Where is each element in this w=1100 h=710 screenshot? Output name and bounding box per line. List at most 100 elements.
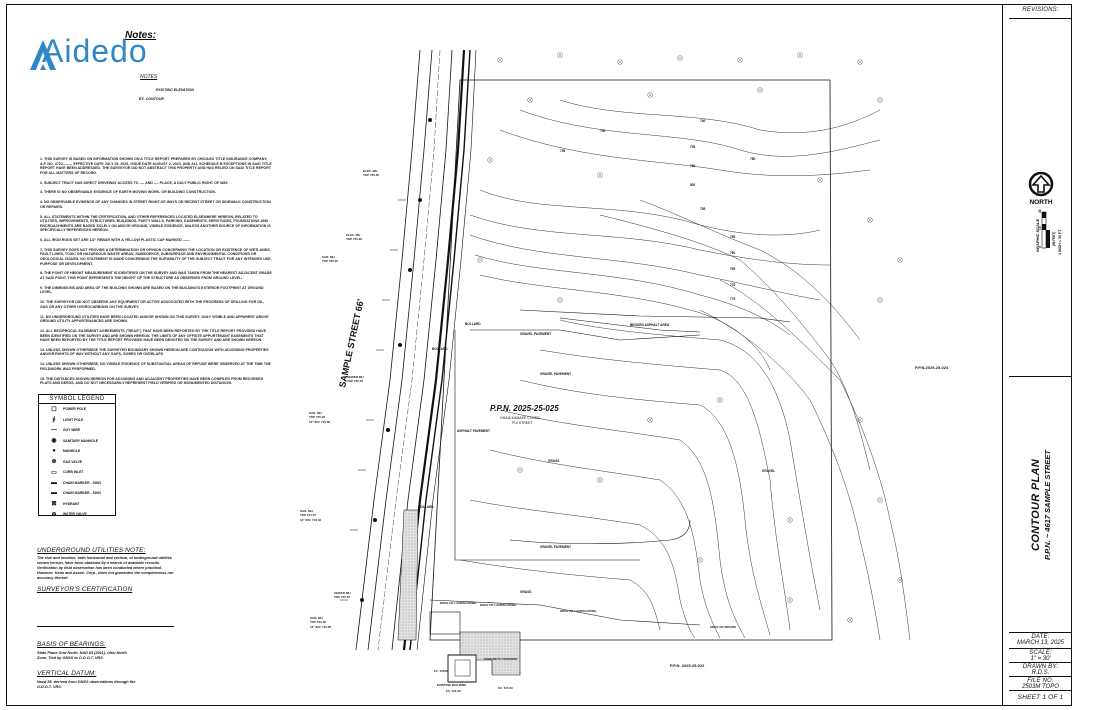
date-cell: DATE: MARCH 13, 2025 <box>1009 633 1072 649</box>
tree-icon <box>487 157 493 163</box>
basis-of-bearings-body: State Plane Grid North, NAD 83 (2011), O… <box>37 651 127 660</box>
svg-text:SEWER MH: SEWER MH <box>334 591 351 595</box>
existing-elevation-label: EXISTING ELEVATION <box>156 88 194 92</box>
note-item: 9. THE DIMENSIONS AND AREA OF THE BUILDI… <box>40 285 264 295</box>
asphalt-pavement-label: ASPHALT PAVEMENT <box>457 429 490 433</box>
legend-symbol-icon: ⊕ <box>51 511 57 518</box>
edge-landscaping-label-3: EDGE OF LANDSCAPING <box>560 609 597 613</box>
broken-asphalt-label: BROKEN ASPHALT AREA <box>630 323 670 327</box>
plan-subtitle: P.P.N. ~ 4617 SAMPLE STREET <box>1042 449 1052 560</box>
surveyor-signature-line <box>37 626 174 627</box>
tree-icon <box>797 52 803 58</box>
finished-floor-label-2: F.F. 721.29 <box>446 689 461 693</box>
note-item: 13. UNLESS SHOWN OTHERWISE THE SURVEYED … <box>40 347 269 357</box>
legend-label: HYDRANT <box>63 501 80 506</box>
svg-text:TOP 720.30: TOP 720.30 <box>310 620 326 624</box>
contour-elevation-label: 790 <box>600 129 606 133</box>
legend-label: POWER POLE <box>63 407 86 412</box>
contour-elevation-label: 795 <box>560 149 566 153</box>
grass-label-1: GRASS <box>548 459 559 463</box>
tree-icon <box>757 87 763 93</box>
date-value: MARCH 13, 2025 <box>1016 640 1065 646</box>
drawn-by-label: DRAWN BY: <box>1022 663 1059 670</box>
north-label: NORTH <box>1029 199 1052 206</box>
contour-elevation-label: 740 <box>700 119 706 123</box>
edge-woods-label: EDGE OF WOODS <box>710 625 736 629</box>
surveyor-certification-title: SURVEYOR'S CERTIFICATION <box>37 586 133 593</box>
plan-title-cell: CONTOUR PLAN P.P.N. ~ 4617 SAMPLE STREET <box>1009 377 1072 633</box>
tree-symbols <box>477 52 903 623</box>
svg-text:SAN. MH: SAN. MH <box>310 616 323 620</box>
tree-icon <box>647 92 653 98</box>
svg-text:SAN. MH: SAN. MH <box>300 509 313 513</box>
tree-icon <box>697 557 703 563</box>
svg-text:TOP 735.20: TOP 735.20 <box>322 259 338 263</box>
legend-label: CURB INLET <box>63 470 84 475</box>
svg-text:TOP 735.60: TOP 735.60 <box>363 173 379 177</box>
street-utility-poles <box>360 118 432 602</box>
tree-icon <box>817 177 823 183</box>
existing-building-label: EXISTING BUILDING <box>437 683 467 687</box>
gravel-pavement-label-3: GRAVEL PAVEMENT <box>540 545 571 549</box>
legend-label: SANITARY MANHOLE <box>63 438 98 443</box>
contour-elevation-label: 760 <box>730 251 736 255</box>
sheet-number-label: SHEET 1 OF 1 <box>1017 694 1064 701</box>
plan-title: CONTOUR PLAN <box>1029 458 1042 551</box>
notes-heading: Notes: <box>125 30 157 41</box>
legend-label: LIGHT POLE <box>63 417 84 422</box>
edge-landscaping-label-2: EDGE OF LANDSCAPING <box>480 603 517 607</box>
logo-brand-text: Aidedo <box>42 33 148 69</box>
legend-symbol-icon: ☐ <box>51 406 57 413</box>
aidedo-logo <box>30 40 56 70</box>
note-item: 11. NO UNDERGROUND UTILITIES HAVE BEEN L… <box>40 314 269 324</box>
legend-symbol-icon: — <box>51 427 57 434</box>
title-block: REVISIONS: CONTOUR PLAN P.P.N. ~ 4617 SA… <box>1009 4 1072 706</box>
revisions-label: REVISIONS: <box>1022 7 1059 13</box>
tree-icon <box>527 97 533 103</box>
scale-unit-label: (IN FEET) <box>1052 232 1056 246</box>
date-label: DATE: <box>1031 634 1050 640</box>
note-item: 12. ALL RECIPROCAL EASEMENT AGREEMENTS (… <box>40 328 266 343</box>
tree-icon <box>877 97 883 103</box>
scale-number-0: 0 <box>1038 246 1042 248</box>
file-number-value: 2503M TOPO <box>1022 683 1059 690</box>
scale-number-15: 15 <box>1038 226 1042 230</box>
note-item: 4. NO OBSERVABLE EVIDENCE OF ANY CHANGES… <box>40 200 271 209</box>
tree-icon <box>877 297 883 303</box>
tree-icon <box>737 57 743 63</box>
notes-list: 1. THIS SURVEY IS BASED ON INFORMATION S… <box>40 157 272 391</box>
symbol-legend: SYMBOL LEGEND ☐POWER POLE∮LIGHT POLE—GUY… <box>38 394 116 518</box>
ppn-bottom-label: P.P.N. 2025-25-022 <box>670 663 705 668</box>
plan-labels: SAMPLE STREET 66' P.P.N. 2025-25-025 OHA… <box>337 298 949 693</box>
scale-ratio-label: 1 INCH = 30 FT. <box>1058 229 1062 255</box>
tree-icon <box>717 397 723 403</box>
tree-icon <box>787 597 793 603</box>
note-item: 1. THIS SURVEY IS BASED ON INFORMATION S… <box>40 157 272 175</box>
tree-icon <box>597 477 603 483</box>
svg-text:TOP 721.70: TOP 721.70 <box>300 513 316 517</box>
legend-label: WATER VALVE <box>63 512 87 517</box>
scale-cell: SCALE: 1" = 30' <box>1009 649 1072 663</box>
legend-symbol-icon: ◉ <box>51 438 57 445</box>
edge-landscaping-label-1: EDGE OF LANDSCAPING <box>440 601 477 605</box>
pavement-outlines <box>429 317 701 635</box>
contour-legend: EX. CONTOUR <box>139 97 164 101</box>
svg-text:TOP 735.20: TOP 735.20 <box>346 237 362 241</box>
plan-title-rotated: CONTOUR PLAN P.P.N. ~ 4617 SAMPLE STREET <box>1030 385 1052 625</box>
logo-triangle-icon <box>30 40 56 70</box>
tree-icon <box>857 417 863 423</box>
note-item: 14. UNLESS SHOWN OTHERWISE, NO VISIBLE E… <box>40 362 272 371</box>
contour-elevation-label: 800 <box>690 183 696 187</box>
svg-text:SEWER MH: SEWER MH <box>347 375 364 379</box>
vertical-datum-body: Navd 88. derived from GNSS observations … <box>37 680 136 689</box>
drawing-sheet-border <box>6 4 1072 706</box>
symbol-legend-title: SYMBOL LEGEND <box>39 395 115 404</box>
svg-text:ELEC. MH: ELEC. MH <box>346 233 360 237</box>
drawn-by-value: R.D.S. <box>1031 669 1050 676</box>
note-item: 10. THE SURVEYOR DID NOT OBSERVE ANY EQU… <box>40 300 265 309</box>
contour-elevation-label: 775 <box>730 297 736 301</box>
legend-label: CHAIN MARKER - SIGN <box>63 491 101 496</box>
tree-icon <box>677 55 683 61</box>
svg-text:TOP 720.67: TOP 720.67 <box>334 595 350 599</box>
contour-legend-label: EX. CONTOUR <box>139 97 164 101</box>
